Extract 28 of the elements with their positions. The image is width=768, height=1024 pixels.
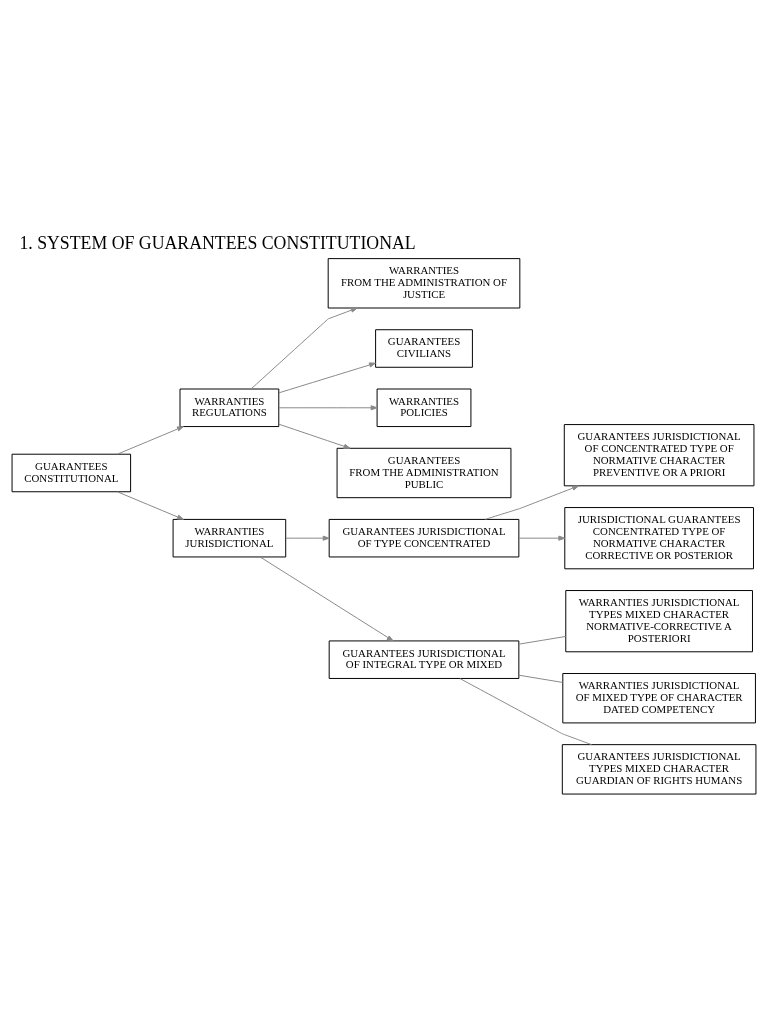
- connector: [459, 677, 593, 745]
- node-box: GUARANTEES JURISDICTIONAL OF INTEGRAL TYPE OR MIXED: [328, 639, 520, 679]
- diagram-title: 1. SYSTEM OF GUARANTEES CONSTITUTIONAL: [19, 232, 416, 253]
- node-box: GUARANTEES CONSTITUTIONAL: [11, 453, 132, 492]
- arrow: [278, 423, 351, 449]
- node-box: GUARANTEES FROM THE ADMINISTRATION PUBLIC: [336, 447, 512, 498]
- node-box: WARRANTIES POLICIES: [376, 388, 472, 427]
- arrow: [250, 307, 358, 389]
- connector: [518, 635, 566, 645]
- node-box: WARRANTIES JURISDICTIONAL: [172, 518, 287, 557]
- node-box: GUARANTEES JURISDICTIONAL OF CONCENTRATED TYPE OF NORMATIVE CHARACTER PREVENTIVE OR A PRIORI: [563, 423, 755, 486]
- arrow: [484, 484, 579, 520]
- node-box: WARRANTIES JURISDICTIONAL TYPES MIXED CHARACTER NORMATIVE-CORRECTIVE A POSTERIORI: [565, 589, 753, 652]
- arrow: [278, 361, 376, 393]
- node-box: WARRANTIES FROM THE ADMINISTRATION OF JUSTICE: [327, 257, 521, 308]
- node-box: WARRANTIES REGULATIONS: [179, 388, 280, 427]
- arrow: [260, 556, 394, 641]
- node-box: GUARANTEES JURISDICTIONAL TYPES MIXED CHARACTER GUARDIAN OF RIGHTS HUMANS: [561, 743, 757, 795]
- node-box: GUARANTEES CIVILIANS: [375, 328, 473, 368]
- node-box: JURISDICTIONAL GUARANTEES CONCENTRATED TYPE OF NORMATIVE CHARACTER CORRECTIVE OR POSTERIOR: [564, 506, 754, 569]
- arrow: [278, 404, 378, 410]
- node-box: GUARANTEES JURISDICTIONAL OF TYPE CONCENTRATED: [328, 518, 520, 557]
- connector: [518, 674, 563, 683]
- node-box: WARRANTIES JURISDICTIONAL OF MIXED TYPE OF CHARACTER DATED COMPETENCY: [562, 672, 756, 723]
- arrow: [116, 490, 184, 520]
- arrow: [116, 425, 184, 455]
- arrow: [285, 535, 330, 541]
- arrow: [518, 535, 566, 541]
